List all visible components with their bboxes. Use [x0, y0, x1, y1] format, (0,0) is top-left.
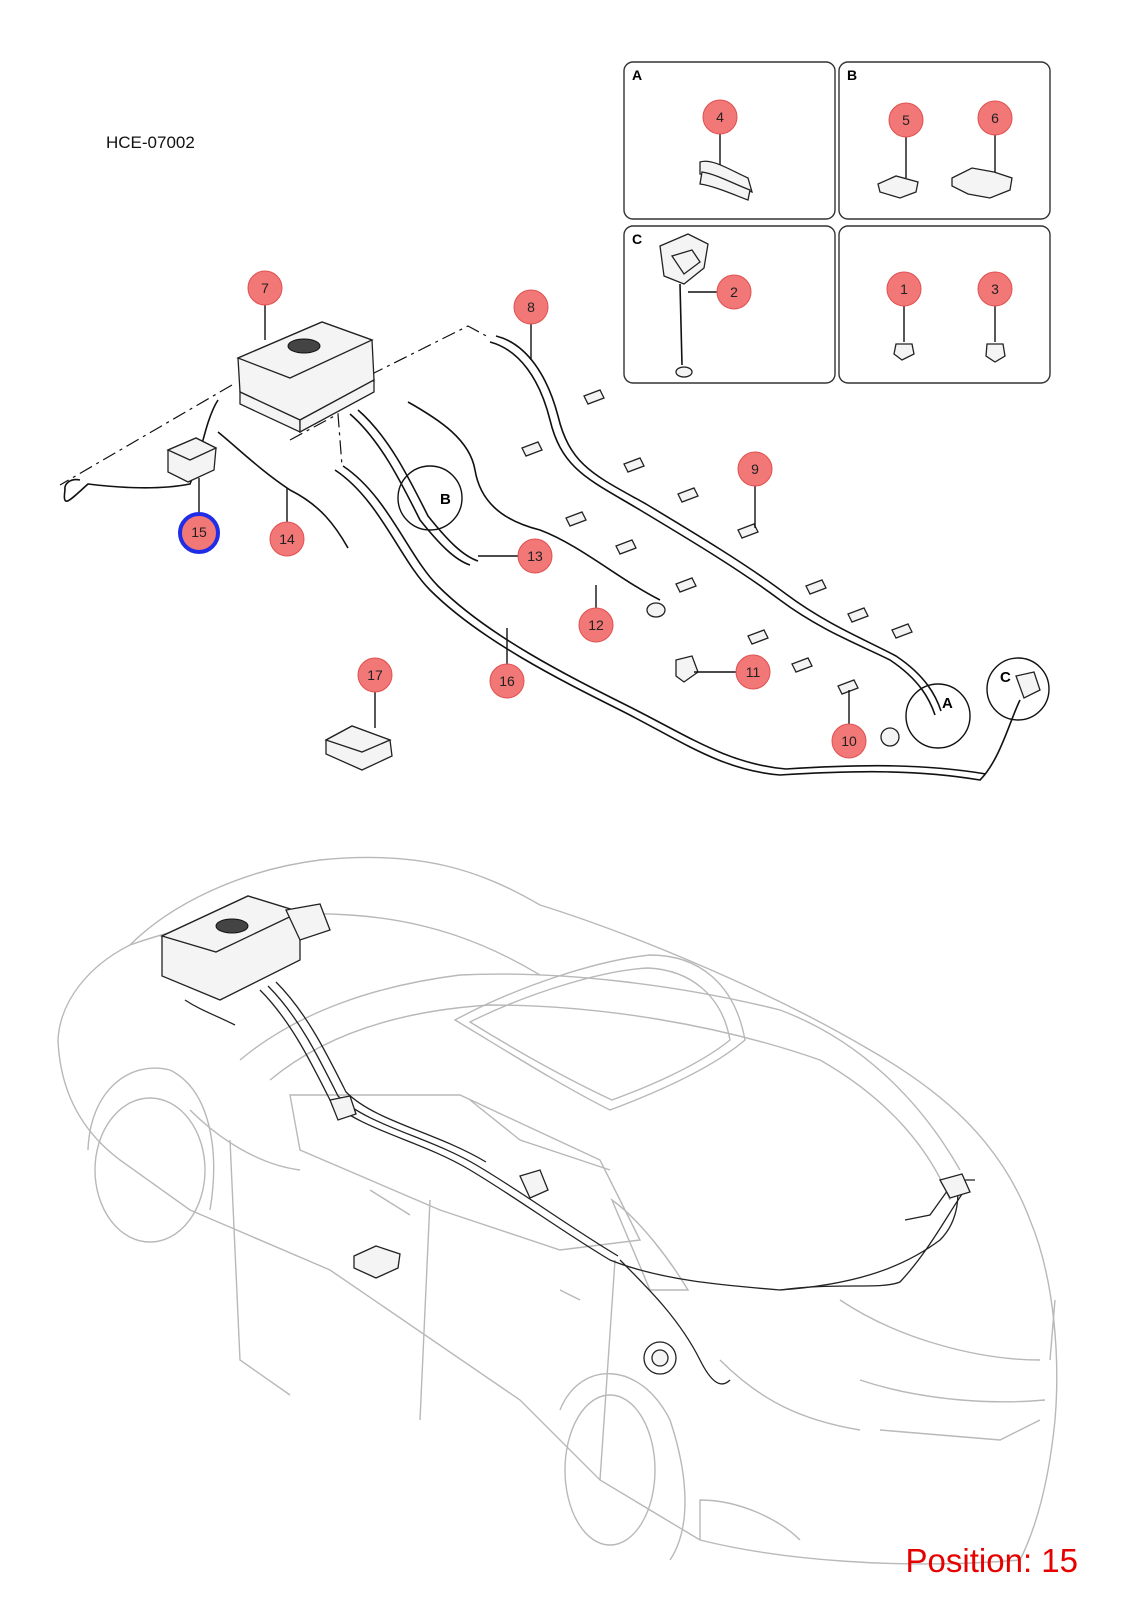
svg-text:6: 6	[991, 110, 999, 126]
svg-text:8: 8	[527, 299, 535, 315]
callout-6[interactable]: 6	[977, 100, 1013, 136]
callouts: 1 2 3 4 5 6 7 8 9 10 11 12 13 14 15 16 1…	[178, 99, 1013, 759]
callout-2[interactable]: 2	[716, 274, 752, 310]
power-electronics-unit	[236, 321, 375, 434]
inset-a: A	[623, 61, 836, 220]
detail-marker-c: C	[986, 657, 1050, 721]
harness-exploded-view: B A C	[59, 303, 1050, 781]
callout-7[interactable]: 7	[247, 270, 283, 306]
svg-text:B: B	[440, 491, 451, 508]
svg-text:A: A	[942, 695, 953, 712]
inset-b: B	[838, 61, 1051, 220]
junction-block	[166, 437, 218, 483]
position-label: Position: 15	[906, 1542, 1078, 1579]
svg-text:4: 4	[716, 109, 724, 125]
svg-text:10: 10	[841, 733, 857, 749]
callout-9[interactable]: 9	[737, 451, 773, 487]
svg-text:16: 16	[499, 673, 515, 689]
inset-fasteners	[838, 225, 1051, 384]
harness-clips	[521, 389, 913, 695]
svg-text:11: 11	[746, 664, 761, 680]
callout-14[interactable]: 14	[269, 521, 305, 557]
inset-c-letter: C	[632, 231, 642, 247]
svg-text:17: 17	[367, 667, 383, 683]
control-module	[324, 725, 393, 771]
svg-text:9: 9	[751, 461, 759, 477]
callout-3[interactable]: 3	[977, 271, 1013, 307]
vehicle-power-unit	[160, 895, 331, 1001]
callout-16[interactable]: 16	[489, 663, 525, 699]
svg-text:13: 13	[527, 548, 543, 564]
callout-15[interactable]: 15	[178, 512, 220, 554]
inset-b-letter: B	[847, 67, 857, 83]
svg-text:7: 7	[261, 280, 269, 296]
vehicle-location-view	[57, 856, 1058, 1565]
svg-text:1: 1	[900, 281, 908, 297]
callout-10[interactable]: 10	[831, 723, 867, 759]
svg-text:2: 2	[730, 284, 738, 300]
svg-text:3: 3	[991, 281, 999, 297]
callout-17[interactable]: 17	[357, 657, 393, 693]
callout-8[interactable]: 8	[513, 289, 549, 325]
drawing-code: HCE-07002	[106, 133, 195, 152]
callout-12[interactable]: 12	[578, 607, 614, 643]
detail-marker-b: B	[397, 465, 463, 531]
svg-text:14: 14	[279, 531, 295, 547]
detail-marker-a: A	[905, 683, 971, 749]
svg-text:C: C	[1000, 669, 1011, 686]
callout-11[interactable]: 11	[735, 654, 771, 690]
svg-text:5: 5	[902, 112, 910, 128]
callout-5[interactable]: 5	[888, 102, 924, 138]
inset-a-letter: A	[632, 67, 642, 83]
callout-4[interactable]: 4	[702, 99, 738, 135]
callout-1[interactable]: 1	[886, 271, 922, 307]
callout-13[interactable]: 13	[517, 538, 553, 574]
svg-text:12: 12	[588, 617, 604, 633]
svg-text:15: 15	[191, 524, 207, 540]
